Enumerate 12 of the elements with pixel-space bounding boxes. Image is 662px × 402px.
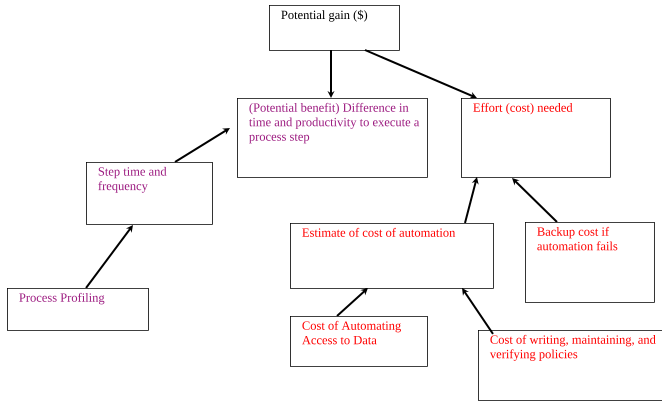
text-box: Estimate of cost of automation <box>290 223 494 289</box>
arrow <box>336 288 368 317</box>
text-box: Cost of writing, maintaining, and verifying policies <box>478 330 662 401</box>
text-box: Cost of Automating Access to Data <box>290 316 428 367</box>
text-box: Potential gain ($) <box>269 5 400 51</box>
arrow <box>85 225 133 289</box>
arrow <box>512 178 558 223</box>
text-box: Backup cost if automation fails <box>525 222 655 303</box>
text-box: Effort (cost) needed <box>461 98 611 178</box>
text-box: (Potential benefit) Difference in time and productivity to execute a process step <box>237 98 428 178</box>
text-box: Step time and frequency <box>86 162 213 225</box>
text-box: Process Profiling <box>7 288 149 331</box>
